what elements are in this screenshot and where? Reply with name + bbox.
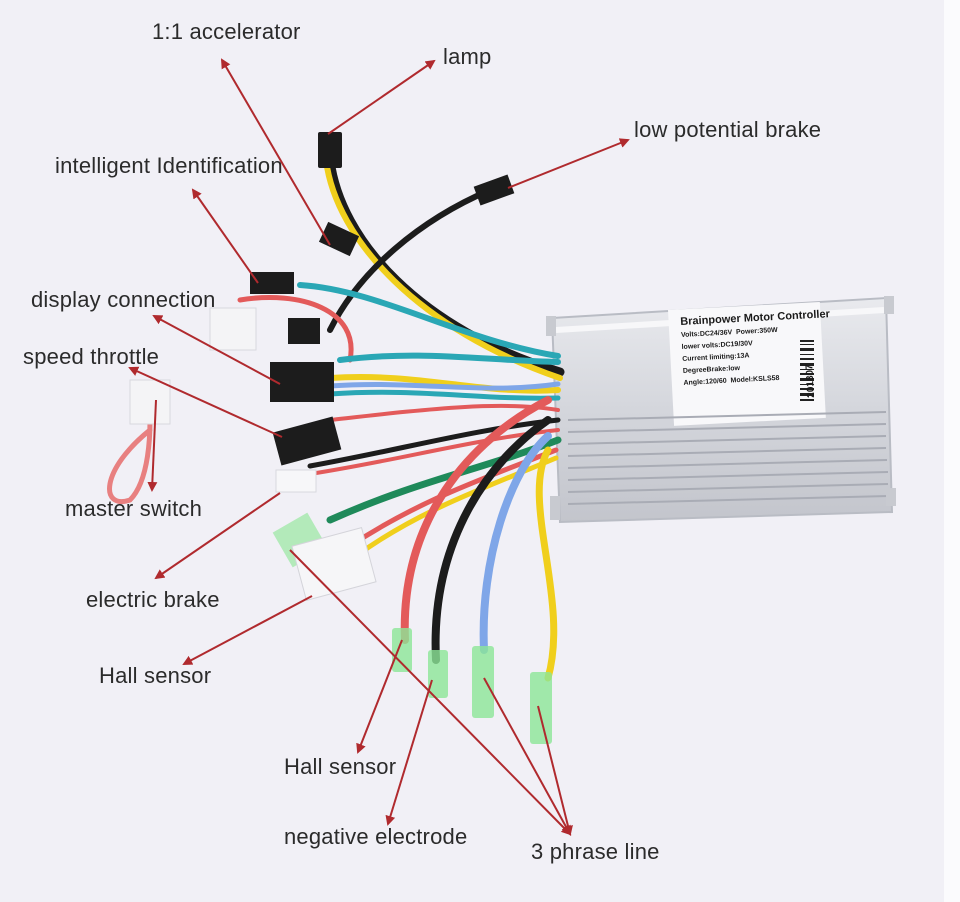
label-hall-sensor-bottom: Hall sensor [284, 754, 397, 779]
heatsink-fins [567, 411, 890, 505]
low-brake-connector [473, 174, 515, 206]
spec-angle: Angle:120/60 [683, 377, 727, 387]
mount-tab [546, 316, 556, 336]
wire-black [325, 155, 565, 377]
arrow-low-potential-brake [507, 138, 630, 189]
wire-teal [337, 352, 561, 365]
barcode [800, 340, 814, 401]
controller-housing [546, 296, 896, 524]
mount-tab [886, 488, 896, 506]
label-display-connection: display connection [31, 287, 216, 312]
switch-housing [129, 379, 171, 425]
arrow-negative-electrode [385, 679, 433, 826]
wire-black [327, 187, 493, 333]
mount-tab [550, 496, 560, 520]
wire-yellow [323, 157, 563, 381]
wire-yellow [353, 455, 559, 559]
wire-teal [327, 389, 561, 401]
phase-wire-black [431, 416, 552, 664]
brake-connector [275, 469, 317, 493]
label-accelerator: 1:1 accelerator [152, 19, 301, 44]
label-hall-sensor-left: Hall sensor [99, 663, 212, 688]
arrow-hall-sensor-bottom [356, 639, 403, 754]
arrow-intelligent-identification [191, 188, 259, 284]
spec-volts: Volts:DC24/36V [680, 329, 733, 339]
callout-arrows [128, 58, 630, 836]
identification-connector [250, 272, 294, 294]
controller-spec-label: Brainpower Motor Controller Volts:DC24/3… [680, 308, 830, 418]
phase-terminal [472, 646, 494, 718]
wire-green [326, 436, 562, 524]
controller-serial: 201807 [804, 364, 817, 398]
label-speed-throttle: speed throttle [23, 344, 160, 369]
spec-current-limiting: Current limiting:13A [682, 352, 750, 363]
label-intelligent-identification: intelligent Identification [55, 153, 283, 178]
arrow-lamp [327, 59, 436, 135]
spec-model: Model:KSLS58 [730, 374, 780, 385]
spec-row: Volts:DC24/36V Power:350W [681, 325, 809, 339]
arrow-speed-throttle [128, 366, 283, 438]
wire-blue [327, 381, 561, 391]
wire-yellow [327, 373, 561, 394]
hall-plug [291, 527, 377, 601]
wire-teal [297, 282, 561, 359]
phase-wire-blue [479, 432, 552, 654]
spec-sticker [668, 302, 826, 426]
label-electric-brake: electric brake [86, 587, 220, 612]
spec-row: Angle:120/60 Model:KSLS58 [683, 373, 811, 387]
phase-terminal [428, 650, 448, 698]
wire-black [307, 417, 561, 469]
phase-wire-yellow [535, 446, 558, 682]
spec-power: Power:350W [735, 326, 778, 337]
label-negative-electrode: negative electrode [284, 824, 468, 849]
white-housing [209, 307, 257, 351]
arrow-display-connection [152, 315, 281, 385]
label-master-switch: master switch [65, 496, 203, 521]
right-edge-strip [944, 0, 960, 902]
arrow-phase-2 [483, 677, 571, 836]
spec-degree-brake: DegreeBrake:low [682, 364, 741, 375]
label-low-potential-brake: low potential brake [634, 117, 822, 142]
arrow-phase-3 [537, 705, 573, 836]
arrow-accelerator [220, 58, 331, 246]
master-switch-loop [107, 417, 153, 504]
mount-tab [884, 296, 894, 314]
accelerator-connector [318, 221, 360, 257]
connectors [129, 132, 552, 744]
phase-wire-red [400, 396, 552, 644]
display-connector [270, 362, 334, 402]
lamp-connector [318, 132, 342, 168]
arrow-hall-sensor-left [182, 595, 313, 665]
phase-terminal [392, 628, 412, 672]
throttle-connector [272, 416, 342, 466]
arrow-phase-1 [289, 549, 572, 836]
phase-terminal [530, 672, 552, 744]
spare-connector [288, 318, 320, 344]
label-three-phase-line: 3 phrase line [531, 839, 660, 864]
spec-lower-volts: lower volts:DC19/30V [681, 340, 753, 351]
wire-harness [107, 155, 565, 682]
arrow-master-switch [147, 399, 158, 492]
label-lamp: lamp [443, 44, 492, 69]
wire-red [237, 295, 354, 363]
arrow-electric-brake [154, 492, 281, 580]
